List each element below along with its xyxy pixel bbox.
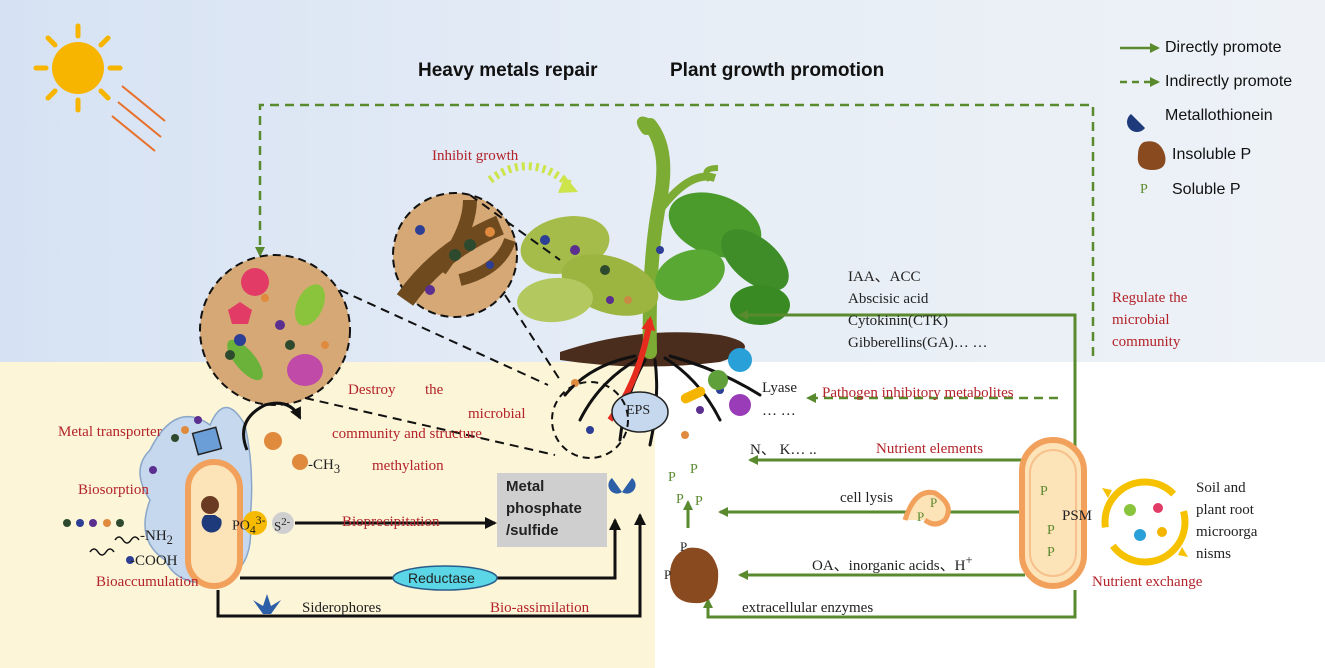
psm-p-3: P [1047, 545, 1055, 560]
psm-bacterium [1019, 437, 1087, 589]
rhizosphere-zoom-outline [551, 381, 629, 459]
soluble-p-3: P [676, 492, 684, 507]
psm-label: PSM [1062, 508, 1093, 524]
inhibit-growth-label: Inhibit growth [432, 148, 519, 164]
methylation-arrow [242, 401, 302, 451]
metal-box-line-3: /sulfide [506, 522, 559, 539]
regulate-line-3: community [1112, 334, 1181, 350]
metal-phosphate-box [497, 473, 607, 547]
biosorption-label: Biosorption [78, 482, 149, 498]
zoom-connectors [304, 194, 561, 456]
cell-lysis-label: cell lysis [840, 490, 893, 506]
eps-label: EPS [626, 403, 651, 418]
s2-superscript: 2- [281, 516, 291, 528]
po4-label: PO43- [232, 514, 266, 537]
po4-superscript: 3- [255, 514, 266, 527]
sun-icon [33, 23, 166, 152]
siderophores-label: Siderophores [302, 600, 382, 616]
po4-subscript: 4 [249, 523, 256, 537]
psm-p-1: P [1040, 484, 1048, 499]
hormone-line-2: Abscisic acid [848, 291, 929, 307]
lysis-p-1: P [930, 495, 938, 510]
bioaccumulation-label: Bioaccumulation [96, 574, 199, 590]
plant-icon [517, 116, 790, 447]
pathogen-label: Pathogen inhibitory metabolites [822, 385, 1014, 401]
metal-transporter-label: Metal transporter [58, 424, 162, 440]
metal-box-line-2: phosphate [506, 500, 582, 517]
oa-label: OA、inorganic acids、H+ [812, 553, 973, 574]
destroy-label-1: Destroy [348, 382, 396, 398]
pgp-arrows [683, 310, 1077, 619]
destroy-label-2: the [425, 382, 444, 398]
lysed-cell [902, 489, 951, 527]
siderophore-icon [253, 594, 281, 614]
destroy-label-4: community and structure [332, 426, 482, 442]
soluble-p-2: P [690, 462, 698, 477]
metallothionein-icon [1127, 114, 1145, 132]
plant-growth-heading: Plant growth promotion [670, 60, 885, 81]
s2-label: S2- [274, 516, 291, 534]
lysis-p-2: P [917, 509, 925, 524]
hormone-line-4: Gibberellins(GA)… … [848, 335, 988, 351]
wavy-line [114, 536, 140, 544]
nutrient-exchange-cycle [1101, 478, 1189, 566]
bioprecipitation-label: Bioprecipitation [342, 514, 440, 530]
insoluble-p-glyph-2: P [664, 567, 672, 582]
insoluble-p-glyph-1: P [680, 539, 688, 554]
root-tissue-zoom [392, 192, 518, 318]
reductase-enzyme [392, 565, 498, 591]
ch3-label: -CH3 [308, 457, 341, 476]
regulate-line-1: Regulate the [1112, 290, 1188, 306]
lyase-label: Lyase [762, 380, 797, 396]
oa-superscript: + [965, 553, 973, 567]
soil-line-2: plant root [1196, 502, 1254, 518]
reductase-label: Reductase [408, 570, 475, 586]
legend-p-glyph: P [1140, 182, 1148, 197]
bio-assimilation-label: Bio-assimilation [490, 600, 590, 616]
cooh-label: -COOH [130, 553, 178, 569]
soluble-p-1: P [668, 470, 676, 485]
nutrient-elements-label: Nutrient elements [876, 441, 984, 457]
methylation-label: methylation [372, 458, 444, 474]
regulate-line-2: microbial [1112, 312, 1170, 328]
hormone-line-1: IAA、ACC [848, 269, 921, 285]
nh2-label: -NH2 [140, 528, 173, 547]
microbial-community-zoom [199, 254, 351, 406]
legend-graphics [1120, 43, 1166, 170]
soluble-p-4: P [695, 494, 703, 509]
insoluble-p-legend-icon [1137, 141, 1166, 170]
extracellular-enzymes-label: extracellular enzymes [742, 600, 874, 616]
wavy-line [89, 548, 115, 556]
metallothionein-pair-icon [608, 478, 636, 494]
indirect-feedback-arrow [255, 103, 1095, 356]
heavy-metal-bacterium [139, 406, 294, 589]
legend-soluble-p: Soluble P [1172, 181, 1241, 198]
hormone-line-3: Cytokinin(CTK) [848, 313, 948, 329]
destroy-label-3: microbial [468, 406, 526, 422]
metal-box-line-1: Metal [506, 478, 545, 495]
metal-ions [63, 416, 202, 564]
insoluble-p-icon [669, 547, 719, 604]
ch3-subscript: 3 [333, 462, 341, 476]
nutrient-exchange-label: Nutrient exchange [1092, 574, 1203, 590]
legend-metallothionein: Metallothionein [1165, 107, 1273, 124]
legend-direct: Directly promote [1165, 39, 1282, 56]
legend-indirect: Indirectly promote [1165, 73, 1293, 90]
psm-p-2: P [1047, 523, 1055, 538]
legend-insoluble-p: Insoluble P [1172, 146, 1252, 163]
heavy-metal-arrows [216, 513, 646, 618]
lyase-ellipsis: … … [762, 403, 796, 419]
nh2-subscript: 2 [166, 533, 173, 547]
soil-line-4: nisms [1196, 546, 1232, 562]
heavy-metals-heading: Heavy metals repair [418, 60, 598, 81]
soil-line-3: microorga [1196, 524, 1258, 540]
soil-line-1: Soil and [1196, 480, 1246, 496]
inhibit-growth-arrow [487, 162, 573, 189]
nk-label: N、 K… .. [750, 442, 817, 458]
